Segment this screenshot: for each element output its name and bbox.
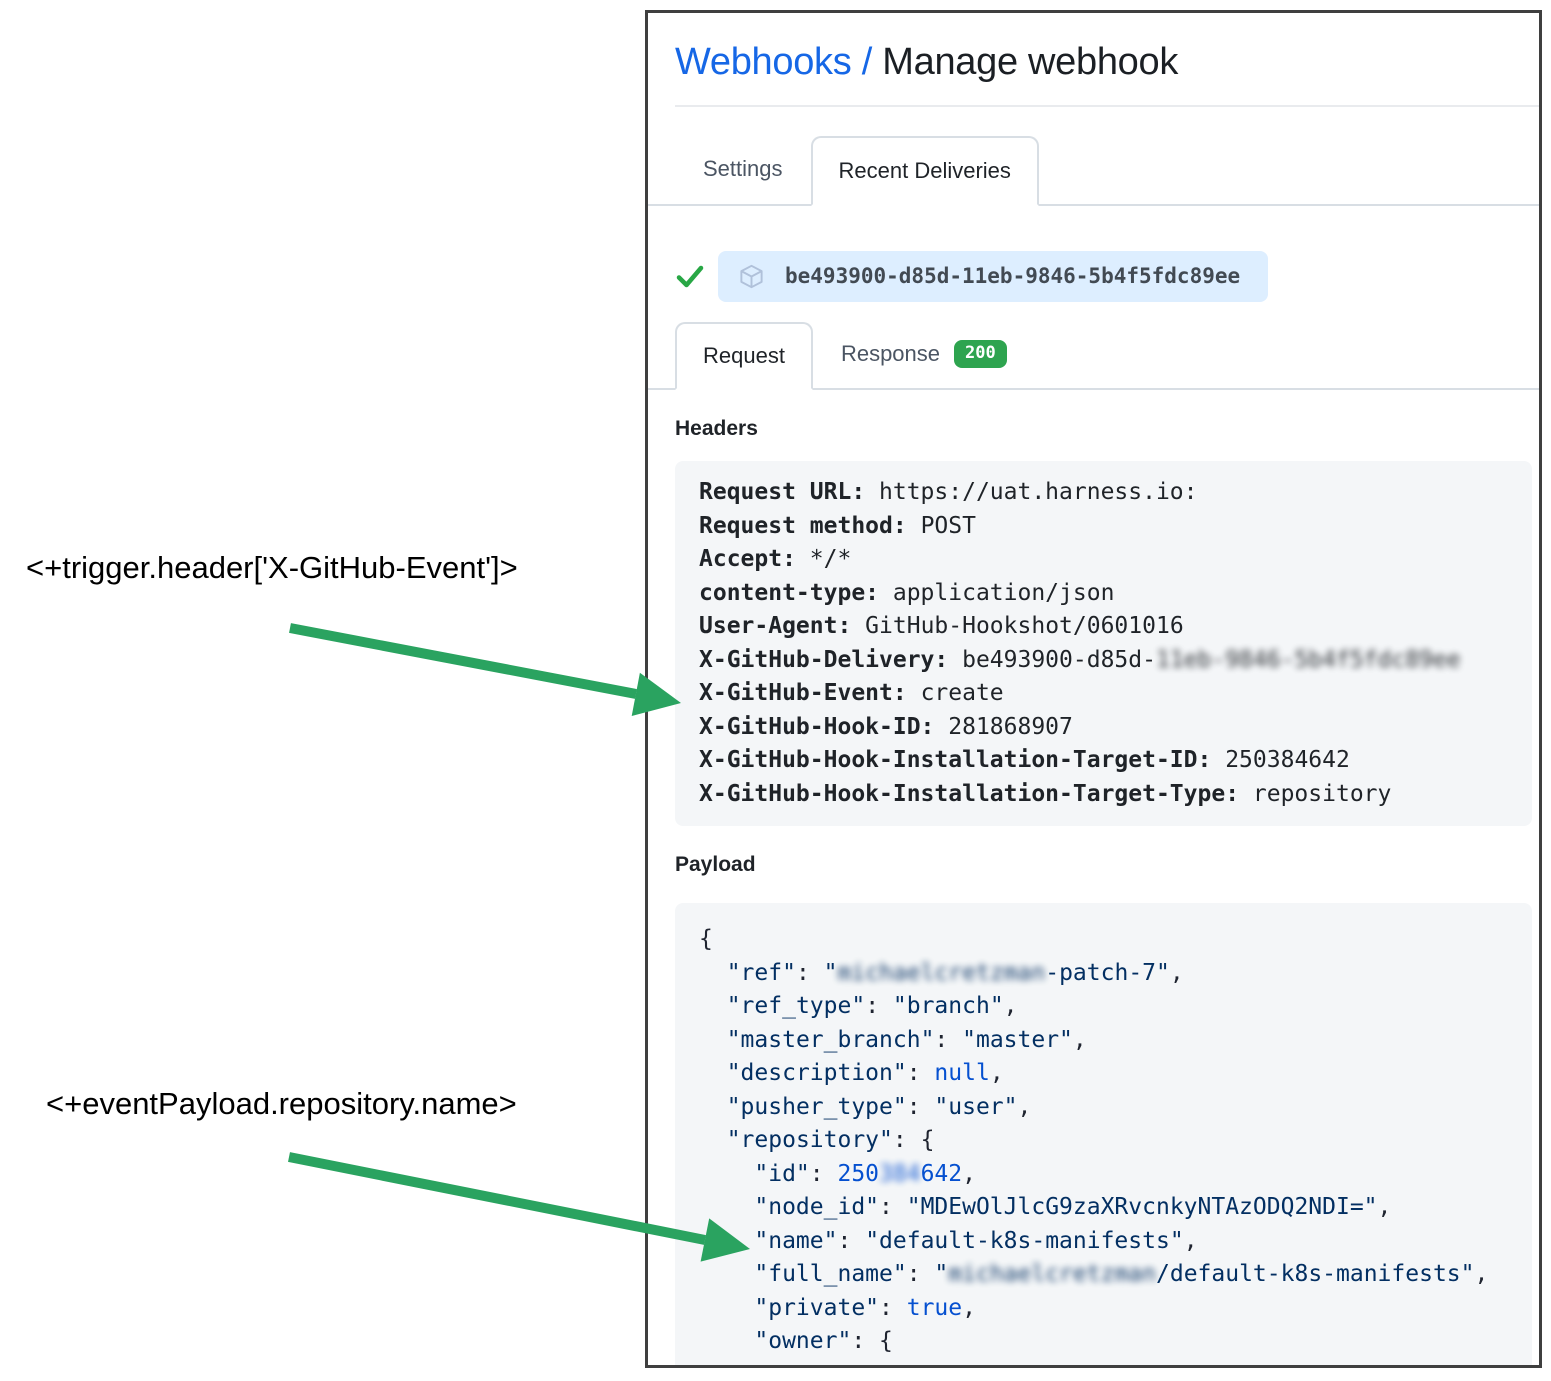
payload-section-title: Payload (675, 853, 756, 876)
header-row: X-GitHub-Hook-Installation-Target-ID: 25… (699, 747, 1350, 773)
payload-line: "description": null, (726, 1060, 1004, 1086)
header-row: User-Agent: GitHub-Hookshot/0601016 (699, 613, 1184, 639)
payload-line: "owner": { (754, 1328, 893, 1354)
response-status-badge: 200 (954, 340, 1007, 368)
payload-line: "name": "default-k8s-manifests", (754, 1227, 1198, 1254)
header-row: X-GitHub-Event: create (699, 680, 1004, 706)
breadcrumb-separator: / (861, 41, 873, 83)
success-check-icon (676, 265, 704, 288)
webhooks-breadcrumb-link[interactable]: Webhooks (675, 41, 852, 83)
tab-settings[interactable]: Settings (703, 156, 783, 181)
delivery-guid: be493900-d85d-11eb-9846-5b4f5fdc89ee (785, 264, 1241, 288)
tab-recent-deliveries[interactable]: Recent Deliveries (810, 136, 1039, 206)
tab-request[interactable]: Request (675, 322, 813, 390)
breadcrumb: Webhooks / Manage webhook (675, 40, 1539, 84)
delivery-row: be493900-d85d-11eb-9846-5b4f5fdc89ee (675, 250, 1539, 302)
headers-section-title: Headers (675, 417, 758, 440)
header-row: X-GitHub-Delivery: be493900-d85d-11eb-98… (699, 646, 1461, 673)
payload-line: "private": true, (754, 1294, 976, 1321)
tab-response[interactable]: Response 200 (813, 320, 1035, 388)
payload-line: "ref": "michaelcretzman-patch-7", (726, 959, 1184, 986)
package-icon (740, 264, 763, 288)
request-response-tabs: Request Response 200 (648, 320, 1539, 390)
tab-response-label: Response (840, 341, 941, 366)
payload-line: "id": 250384642, (754, 1160, 976, 1187)
payload-code-box: { "ref": "michaelcretzman-patch-7", "ref… (675, 903, 1532, 1365)
header-row: content-type: application/json (699, 579, 1115, 606)
header-row: Request URL: https://uat.harness.io: (699, 479, 1198, 505)
header-row: X-GitHub-Hook-ID: 281868907 (699, 713, 1073, 740)
trigger-expression-label: <+trigger.header['X-GitHub-Event']> (26, 550, 518, 585)
page-title: Manage webhook (882, 41, 1179, 83)
webhook-tabs: Settings Recent Deliveries (648, 134, 1539, 206)
payload-expression-label: <+eventPayload.repository.name> (46, 1086, 517, 1121)
payload-line: "master_branch": "master", (726, 1026, 1087, 1053)
header-row: Accept: */* (699, 546, 852, 572)
headers-code-box: Request URL: https://uat.harness.io: Requ… (675, 461, 1532, 826)
delivery-guid-pill[interactable]: be493900-d85d-11eb-9846-5b4f5fdc89ee (718, 250, 1269, 302)
title-divider (675, 105, 1539, 107)
header-row: X-GitHub-Hook-Installation-Target-Type: … (699, 780, 1392, 807)
payload-line: "repository": { (726, 1127, 935, 1153)
payload-line: "ref_type": "branch", (726, 993, 1018, 1019)
payload-line: { (699, 926, 713, 952)
payload-line: "node_id": "MDEwOlJlcG9zaXRvcnkyNTAzODQ2… (754, 1194, 1392, 1220)
trigger-arrow (289, 623, 681, 716)
header-row: Request method: POST (699, 512, 976, 539)
payload-line: "pusher_type": "user", (726, 1093, 1032, 1120)
payload-line: "full_name": "michaelcretzman/default-k8… (754, 1261, 1489, 1287)
manage-webhook-panel: Webhooks / Manage webhook Settings Recen… (645, 10, 1542, 1368)
